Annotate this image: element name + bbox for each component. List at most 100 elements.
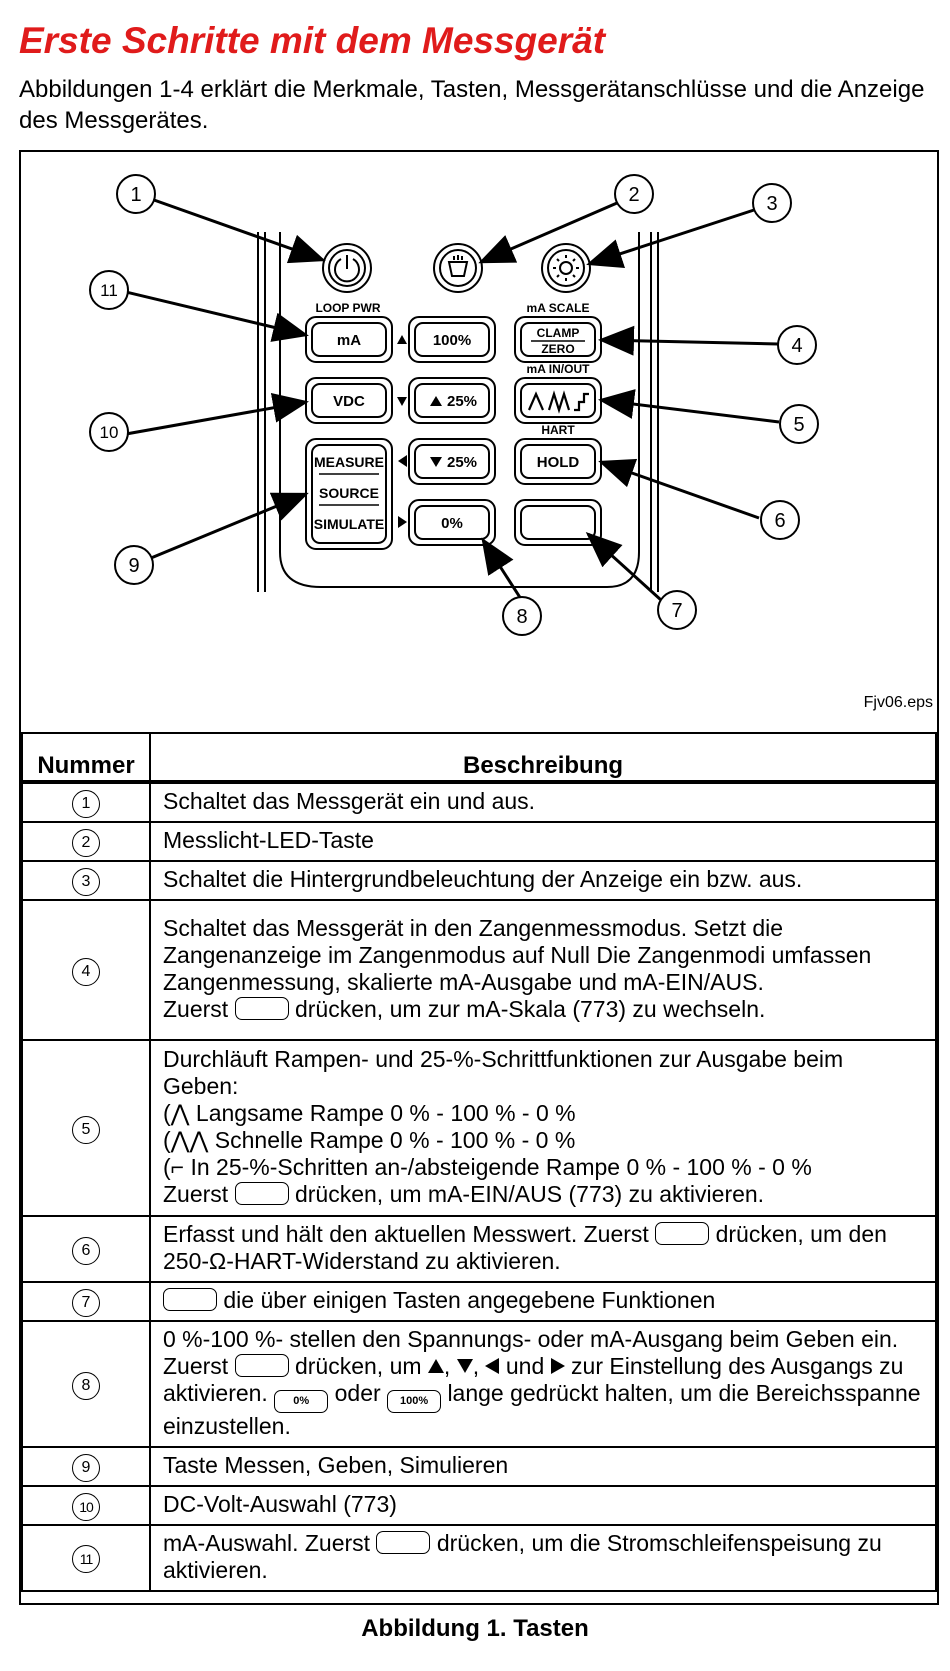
svg-text:1: 1 [130,184,141,206]
svg-text:6: 6 [774,510,785,532]
row-description: Erfasst und hält den aktuellen Messwert.… [149,1215,937,1283]
measure-key-label: MEASURE [314,454,384,470]
shift-key-icon [234,997,289,1020]
zero-key-label: ZERO [541,342,574,356]
keypad-illustration: LOOP PWR mA SCALE mA IN/OUT HART [89,174,819,636]
power-button[interactable] [322,243,372,293]
text-fragment: , [443,1353,451,1379]
power-icon [334,258,360,283]
source-key-label: SOURCE [319,485,379,501]
row-number: 3 [72,868,100,896]
row-description: Durchläuft Rampen- und 25-%-Schrittfunkt… [149,1039,937,1217]
row-description: Messlicht-LED-Taste [149,821,937,862]
ma-key-label: mA [337,332,361,349]
row-number: 5 [72,1115,100,1144]
row-description: 0 %-100 %- stellen den Spannungs- oder m… [149,1320,937,1448]
vdc-key-label: VDC [333,393,365,410]
svg-text:10: 10 [100,423,119,442]
row-number: 6 [72,1236,100,1265]
svg-text:11: 11 [100,281,118,300]
up25-key-label: 25% [447,393,477,410]
loop-pwr-label: LOOP PWR [315,301,380,315]
table-row: 6 Erfasst und hält den aktuellen Messwer… [21,1215,937,1283]
svg-text:4: 4 [791,335,802,357]
row-text-line2: Zuerst drücken, um zur mA-Skala (773) zu… [163,996,923,1023]
100pct-key-label: 100% [433,332,471,349]
hold-key-label: HOLD [537,454,580,471]
right-arrow-icon [550,1358,565,1374]
shift-key-icon [655,1222,710,1245]
key-indicators [397,335,407,528]
callout-10: 10 [89,412,129,452]
ramp-icons [527,390,589,414]
row-number: 8 [72,1371,100,1400]
svg-text:7: 7 [671,600,682,622]
up-arrow-icon [427,1359,444,1373]
up-arrow-icon [430,396,442,406]
shift-key-icon [376,1531,431,1554]
shift-key-icon [234,1354,289,1377]
row-number: 2 [72,829,100,857]
0pct-key-icon: 0% [274,1390,329,1413]
row-description: Taste Messen, Geben, Simulieren [149,1446,937,1487]
callout-3: 3 [752,183,792,223]
callout-4: 4 [777,325,817,365]
text-fragment: oder [334,1380,381,1406]
clamp-key-label: CLAMP [537,326,580,340]
callout-11: 11 [89,270,129,310]
text-fragment: mA-Auswahl. Zuerst [163,1530,371,1556]
ramp-fast-line: (⋀⋀ Schnelle Rampe 0 % - 100 % - 0 % [163,1127,576,1153]
row-description: die über einigen Tasten angegebene Funkt… [149,1281,937,1322]
table-header-row: Nummer Beschreibung [21,732,937,784]
text-fragment: drücken, um den 250-Ω-HART-Widerstand zu… [163,1221,887,1274]
row-number: 7 [72,1289,100,1317]
table-row: 3 Schaltet die Hintergrundbeleuchtung de… [21,860,937,901]
callout-5: 5 [779,404,819,444]
text-fragment: Erfasst und hält den aktuellen Messwert.… [163,1221,649,1247]
backlight-button[interactable] [541,243,591,293]
row-number: 10 [72,1492,100,1521]
key-description-table: Nummer Beschreibung 1 Schaltet das Messg… [21,732,937,1592]
row-text-line: Zuerst drücken, um mA-EIN/AUS (773) zu a… [163,1181,923,1208]
text-fragment: drücken, um die Stromschleifenspeisung z… [163,1530,882,1583]
row-number: 4 [72,957,100,986]
hart-label: HART [541,423,575,437]
row-number: 1 [72,790,100,818]
text-fragment: drücken, um [294,1353,422,1379]
text-fragment: die über einigen Tasten angegebene Funkt… [223,1287,716,1313]
header-number: Nummer [21,732,151,784]
row-text: Durchläuft Rampen- und 25-%-Schrittfunkt… [163,1046,844,1099]
text-fragment: drücken, um mA-EIN/AUS (773) zu aktivier… [294,1181,765,1207]
row-number: 11 [72,1545,100,1573]
figure-frame: LOOP PWR mA SCALE mA IN/OUT HART [19,150,939,1605]
table-row: 5 Durchläuft Rampen- und 25-%-Schrittfun… [21,1039,937,1217]
ramp-slow-line: (⋀ Langsame Rampe 0 % - 100 % - 0 % [163,1100,576,1126]
text-fragment: 0 %-100 %- stellen den Spannungs- oder m… [163,1326,899,1379]
left-arrow-icon [485,1358,500,1374]
led-light-button[interactable] [433,243,483,293]
row-description: mA-Auswahl. Zuerst drücken, um die Strom… [149,1524,937,1592]
svg-text:9: 9 [128,555,139,577]
svg-text:5: 5 [793,414,804,436]
text-fragment: lange gedrückt halten, um die Bereichssp… [163,1380,921,1439]
table-row: 8 0 %-100 %- stellen den Spannungs- oder… [21,1320,937,1448]
meter-body [257,232,659,592]
down25-key-label: 25% [447,454,477,471]
table-row: 2 Messlicht-LED-Taste [21,821,937,862]
row-description: DC-Volt-Auswahl (773) [149,1485,937,1526]
row-description: Schaltet das Messgerät in den Zangenmess… [149,899,937,1041]
intro-text: Abbildungen 1-4 erklärt die Merkmale, Ta… [19,76,925,134]
0pct-key-label: 0% [441,515,463,532]
callout-arrows [125,198,780,602]
row-description: Schaltet die Hintergrundbeleuchtung der … [149,860,937,901]
table-row: 9 Taste Messen, Geben, Simulieren [21,1446,937,1487]
table-row: 10 DC-Volt-Auswahl (773) [21,1485,937,1526]
callout-6: 6 [760,500,800,540]
callout-7: 7 [657,590,697,630]
down-arrow-icon [456,1359,473,1373]
text-fragment: drücken, um zur mA-Skala (773) zu wechse… [294,996,766,1022]
100pct-key-icon: 100% [387,1390,442,1413]
header-description: Beschreibung [149,732,937,784]
text-fragment: , [472,1353,480,1379]
ramp-step-line: (⌐ In 25-%-Schritten an-/absteigende Ram… [163,1154,812,1180]
